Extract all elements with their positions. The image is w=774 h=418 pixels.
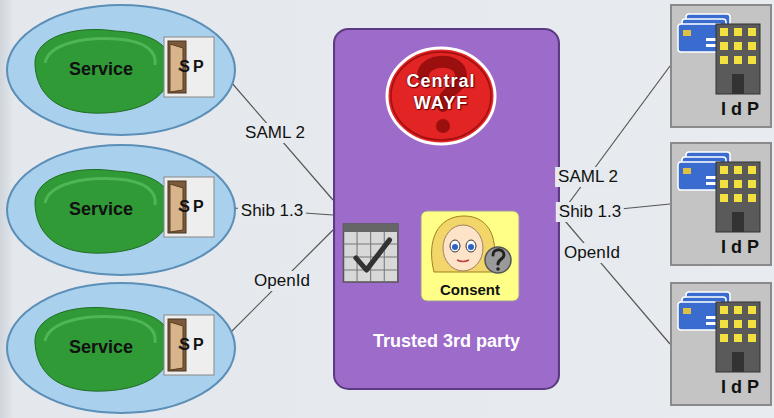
wayf-circle: Central WAYF (385, 46, 497, 146)
node-label: Central WAYF (395, 70, 487, 114)
service-ellipse: Service SP (5, 281, 237, 415)
idp-box: IdP (670, 142, 772, 266)
protocol-connector (218, 67, 333, 200)
service-ellipse: Service SP (5, 3, 237, 137)
node-label: SP (162, 198, 210, 216)
protocol-connector (560, 215, 670, 344)
node-label: SP (162, 336, 210, 354)
node-label: IdP (721, 99, 764, 120)
service-ellipse: Service SP (5, 143, 237, 277)
trusted-party-box: Trusted 3rd party Central WAYF Consent (333, 28, 560, 390)
node-label: IdP (721, 377, 764, 398)
node-label: Service (43, 59, 159, 80)
protocol-label: Shib 1.3 (238, 201, 306, 221)
node-label: Service (43, 199, 159, 220)
protocol-connector (560, 66, 670, 215)
protocol-label: SAML 2 (555, 167, 621, 187)
consent-box: Consent (415, 210, 525, 302)
node-label: SP (162, 58, 210, 76)
idp-box: IdP (670, 4, 772, 128)
protocol-label: OpenId (251, 271, 313, 291)
protocol-connector (218, 230, 333, 345)
node-label: Service (43, 337, 159, 358)
protocol-label: OpenId (561, 243, 623, 263)
sp-door-box: SP (160, 314, 218, 376)
protocol-label: Shib 1.3 (556, 202, 624, 222)
sp-door-box: SP (160, 176, 218, 238)
idp-box: IdP (670, 282, 772, 406)
protocol-label: SAML 2 (242, 123, 308, 143)
sp-door-box: SP (160, 36, 218, 98)
node-label: IdP (721, 237, 764, 258)
node-label: Consent (415, 281, 525, 298)
node-label: Trusted 3rd party (333, 331, 560, 352)
